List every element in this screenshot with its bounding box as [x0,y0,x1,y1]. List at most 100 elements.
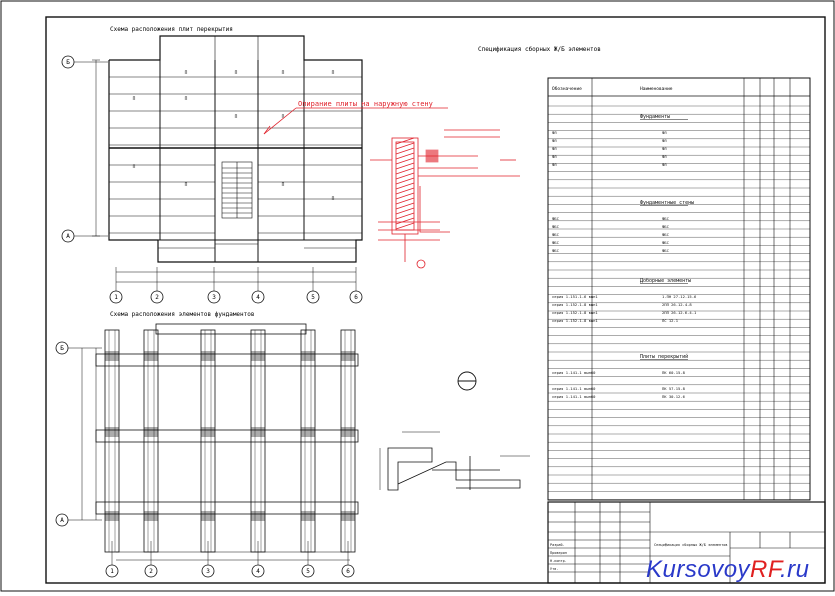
row-axis-label: Б [60,345,64,352]
slab-mark: П [282,70,285,76]
axis-label: 3 [206,568,210,575]
axis-bubble [341,564,355,578]
spec-row-name: ФБС [662,248,669,253]
row-axis-label: А [60,517,64,524]
axis-bubble [349,290,363,304]
spec-row-pos: ФЛ [552,138,557,143]
slab-plan-outline [108,35,363,263]
stair-symbol [221,161,253,219]
spec-row-pos: ФЛ [552,154,557,159]
axis-label: 1 [110,568,114,575]
spec-row-name: ФЛ [662,138,667,143]
slab-mark: П [282,182,285,188]
spec-row-pos: серия 1.141-1 вып60 [552,386,596,391]
site-watermark: KursovoyRF.ru [646,556,809,584]
spec-row-pos: серия 1.152.1-8 вып1 [552,302,598,307]
foundation-plan: Схема расположения элементов фундаментов… [55,311,359,578]
spec-row-name: ФЛ [662,130,667,135]
axis-label: 1 [114,294,118,301]
support-detail [370,129,520,269]
spec-row-name: ФБС [662,240,669,245]
slab-mark: П [185,70,188,76]
spec-row-pos: ФЛ [552,130,557,135]
axis-label: 2 [149,568,153,575]
spec-section: Фундаменты [640,114,670,120]
spec-row-name: 2ПП 26.12.4-8 [662,302,692,307]
slab-mark: П [133,164,136,170]
spec-row-pos: серия 1.152.1-8 вып1 [552,318,598,323]
axis-bubble [207,290,221,304]
spec-table: Спецификация сборных Ж/Б элементов Обозн… [478,46,811,501]
watermark-part-3: .ru [779,556,810,583]
inner-frame [45,16,826,584]
axis-bubble [251,564,265,578]
spec-section: Плиты перекрытий [640,354,688,360]
stamp-row-label: Утв. [550,567,558,571]
watermark-part-1: Kursovoy [646,556,751,583]
spec-row-pos: ФЛ [552,162,557,167]
axis-label: 6 [354,294,358,301]
stamp-row-label: Проверил [550,551,567,555]
row-axis-bubble [61,229,75,243]
axis-bubble [301,564,315,578]
slab-plan: Схема расположения плит перекрытия П П П П П… [61,26,448,304]
row-axis-bubble [61,55,75,69]
spec-row-name: ЛС 12-1 [662,318,679,323]
spec-row-pos: ФБС [552,224,559,229]
row-axis-bubble [55,341,69,355]
spec-row-name: ФЛ [662,146,667,151]
axis-bubble [150,290,164,304]
slab-mark: П [332,196,335,202]
spec-row-name: ПК 30.12-6 [662,394,686,399]
spec-row-pos: ФБС [552,240,559,245]
joint-detail [379,431,530,491]
spec-row-name: 1.ПН 27.12.15-6 [662,294,697,299]
axis-label: 5 [311,294,315,301]
spec-head-pos: Обозначение [552,85,582,92]
axis-bubble [144,564,158,578]
axis-label: 6 [346,568,350,575]
spec-row-pos: серия 1.152.1-8 вып1 [552,310,598,315]
spec-row-name: ПК 60.15-8 [662,370,686,375]
watermark-part-2: RF [750,556,780,583]
axis-label: 4 [256,568,260,575]
axis-label: 4 [256,294,260,301]
slab-mark: П [235,114,238,120]
axis-label: 2 [155,294,159,301]
spec-head-name: Наименование [640,86,673,92]
spec-row-pos: ФБС [552,216,559,221]
axis-bubble [251,290,265,304]
spec-row-name: ФБС [662,232,669,237]
spec-row-pos: серия 1.141-1 вып60 [552,394,596,399]
axis-label: 5 [306,568,310,575]
spec-row-name: ПК 57.15-8 [662,386,686,391]
spec-row-pos: ФБС [552,232,559,237]
slab-mark: П [133,96,136,102]
axis-bubble [105,564,119,578]
spec-section: Доборные элементы [640,277,691,284]
slab-mark: П [185,96,188,102]
stamp-row-label: Н.контр. [550,559,567,563]
slab-plan-title: Схема расположения плит перекрытия [110,26,233,33]
spec-row-pos: серия 1.141-1 вып60 [552,370,596,375]
row-axis-bubble [55,513,69,527]
axis-label: 3 [212,294,216,301]
row-axis-label: А [66,233,70,240]
spec-row-name: ФБС [662,216,669,221]
stamp-row-label: Разраб. [550,542,565,547]
slab-mark: П [185,182,188,188]
spec-row-name: ФЛ [662,162,667,167]
spec-row-pos: серия 1.151.1-6 вып1 [552,294,598,299]
spec-row-pos: ФЛ [552,146,557,151]
slab-mark: П [282,114,285,120]
axis-bubble [201,564,215,578]
slab-mark: П [332,70,335,76]
spec-row-name: 2ПП 26.12.6-4-1 [662,310,697,315]
row-axis-label: Б [66,59,70,66]
axis-bubble [109,290,123,304]
foundation-plan-title: Схема расположения элементов фундаментов [110,311,255,318]
